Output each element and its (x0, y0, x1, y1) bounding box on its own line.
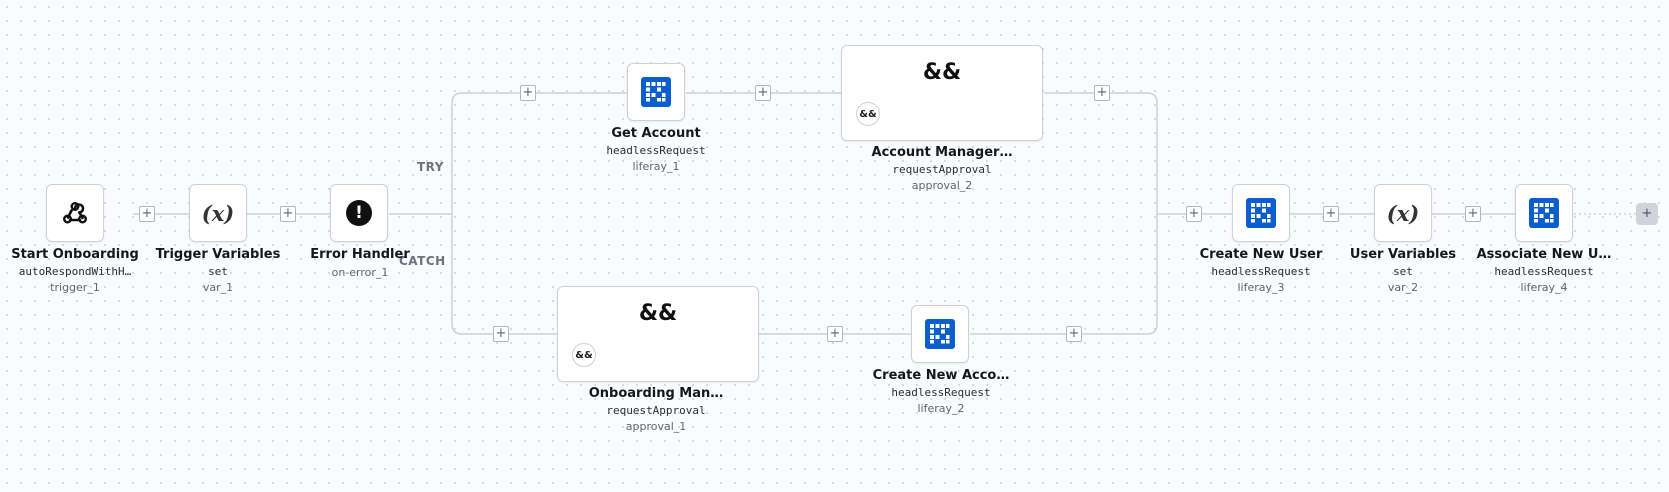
start-onboarding-node[interactable] (46, 184, 104, 242)
add-step-button[interactable]: + (1186, 206, 1202, 222)
add-step-button[interactable]: + (493, 326, 509, 342)
node-subtitle: set (1393, 265, 1413, 278)
try-branch-label: TRY (417, 160, 444, 174)
associate-new-user-node[interactable] (1515, 184, 1573, 242)
error-handler-label: Error Handler on-error_1 (300, 247, 420, 279)
trigger-variables-node[interactable]: (x) (189, 184, 247, 242)
node-title: Onboarding Man… (588, 386, 724, 401)
add-step-button[interactable]: + (139, 206, 155, 222)
node-id: liferay_3 (1237, 281, 1285, 294)
node-id: var_1 (202, 281, 234, 294)
node-subtitle: headlessRequest (1494, 265, 1594, 278)
liferay-icon (641, 77, 671, 107)
account-manager-label: Account Manager… requestApproval approva… (862, 145, 1022, 192)
add-step-button[interactable]: + (755, 85, 771, 101)
node-subtitle: headlessRequest (606, 144, 706, 157)
variable-icon: (x) (1386, 200, 1420, 226)
webhook-icon (62, 201, 88, 224)
node-id: liferay_1 (632, 160, 680, 173)
add-step-button[interactable]: + (1465, 206, 1481, 222)
trigger-variables-label: Trigger Variables set var_1 (148, 247, 288, 294)
get-account-label: Get Account headlessRequest liferay_1 (586, 126, 726, 173)
liferay-icon (1529, 198, 1559, 228)
node-title: Account Manager… (871, 145, 1013, 160)
node-subtitle: headlessRequest (891, 386, 991, 399)
error-handler-node[interactable]: ! (330, 184, 388, 242)
node-title: Start Onboarding (11, 247, 139, 262)
and-badge-icon: && (572, 343, 596, 367)
node-title: Associate New U… (1476, 247, 1612, 262)
liferay-icon (1246, 198, 1276, 228)
account-manager-node[interactable]: && && (841, 45, 1043, 141)
create-new-user-node[interactable] (1232, 184, 1290, 242)
node-id: trigger_1 (50, 281, 100, 294)
node-id: on-error_1 (331, 266, 389, 279)
node-id: approval_1 (625, 420, 687, 433)
add-step-button[interactable]: + (827, 326, 843, 342)
associate-new-user-label: Associate New U… headlessRequest liferay… (1469, 247, 1619, 294)
add-step-button[interactable]: + (280, 206, 296, 222)
create-new-account-node[interactable] (911, 305, 969, 363)
error-icon: ! (346, 200, 372, 226)
create-new-account-label: Create New Acco… headlessRequest liferay… (866, 368, 1016, 415)
onboarding-manager-label: Onboarding Man… requestApproval approval… (576, 386, 736, 433)
node-id: liferay_4 (1520, 281, 1568, 294)
node-subtitle: requestApproval (892, 163, 992, 176)
node-subtitle: headlessRequest (1211, 265, 1311, 278)
node-title: Error Handler (310, 247, 410, 262)
node-title: Create New Acco… (872, 368, 1010, 383)
node-id: liferay_2 (917, 402, 965, 415)
add-final-step-button[interactable]: + (1636, 203, 1658, 225)
create-new-user-label: Create New User headlessRequest liferay_… (1186, 247, 1336, 294)
and-badge-icon: && (856, 102, 880, 126)
and-icon: && (922, 60, 962, 85)
node-subtitle: requestApproval (606, 404, 706, 417)
and-icon: && (638, 301, 678, 326)
node-subtitle: autoRespondWithH… (18, 265, 132, 278)
start-onboarding-label: Start Onboarding autoRespondWithH… trigg… (4, 247, 146, 294)
node-id: approval_2 (911, 179, 973, 192)
node-subtitle: set (208, 265, 228, 278)
user-variables-node[interactable]: (x) (1374, 184, 1432, 242)
onboarding-manager-node[interactable]: && && (557, 286, 759, 382)
add-step-button[interactable]: + (520, 85, 536, 101)
add-step-button[interactable]: + (1094, 85, 1110, 101)
node-title: Create New User (1199, 247, 1323, 262)
catch-branch-label: CATCH (399, 254, 446, 268)
add-step-button[interactable]: + (1066, 326, 1082, 342)
node-id: var_2 (1387, 281, 1419, 294)
node-title: User Variables (1349, 247, 1457, 262)
user-variables-label: User Variables set var_2 (1333, 247, 1473, 294)
add-step-button[interactable]: + (1323, 206, 1339, 222)
node-title: Get Account (611, 126, 701, 141)
liferay-icon (925, 319, 955, 349)
get-account-node[interactable] (627, 63, 685, 121)
variable-icon: (x) (201, 200, 235, 226)
node-title: Trigger Variables (155, 247, 281, 262)
